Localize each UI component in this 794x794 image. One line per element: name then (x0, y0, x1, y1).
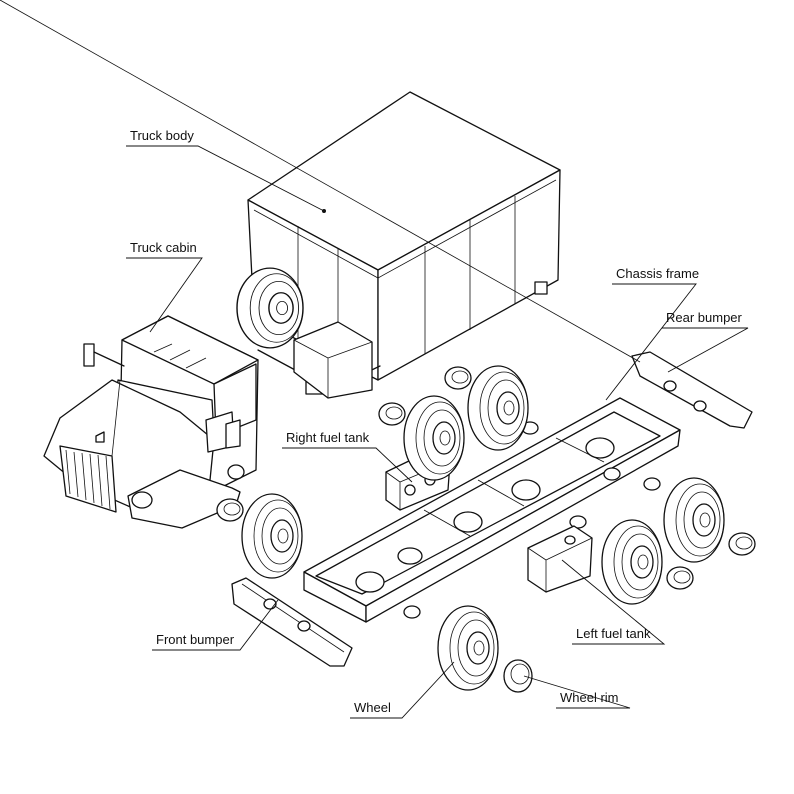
wheel-spare (437, 605, 499, 691)
rear-bumper-part (0, 0, 753, 429)
wheels (216, 365, 756, 693)
wheel-rim-part (503, 659, 533, 693)
label-truck-cabin: Truck cabin (130, 240, 197, 255)
wheel-rear-left-2 (663, 477, 725, 563)
label-left-fuel-tank: Left fuel tank (576, 626, 651, 641)
wheel-mid-right-1 (403, 395, 465, 481)
hub-front (216, 498, 244, 522)
hub-mid-1 (378, 402, 406, 426)
wheel-mid-right-2 (467, 365, 529, 451)
front-bumper-part (231, 577, 353, 667)
label-right-fuel-tank: Right fuel tank (286, 430, 370, 445)
wheel-front-left (241, 493, 303, 579)
label-wheel-rim: Wheel rim (560, 690, 619, 705)
wheel-rear-left-1 (601, 519, 663, 605)
truck-cabin-part (43, 315, 259, 529)
truck-body-part (236, 91, 561, 399)
label-chassis-frame: Chassis frame (616, 266, 699, 281)
chassis-frame-part (303, 397, 681, 623)
label-rear-bumper: Rear bumper (666, 310, 743, 325)
leader-lines (126, 145, 749, 719)
hub-mid-2 (444, 366, 472, 390)
hub-rear-1 (666, 566, 694, 590)
label-wheel: Wheel (354, 700, 391, 715)
left-fuel-tank-part (527, 525, 593, 593)
hub-rear-2 (728, 532, 756, 556)
axle-cylinders (355, 437, 615, 593)
label-truck-body: Truck body (130, 128, 194, 143)
labels: Truck body Truck cabin Chassis frame Rea… (130, 128, 743, 715)
label-front-bumper: Front bumper (156, 632, 235, 647)
